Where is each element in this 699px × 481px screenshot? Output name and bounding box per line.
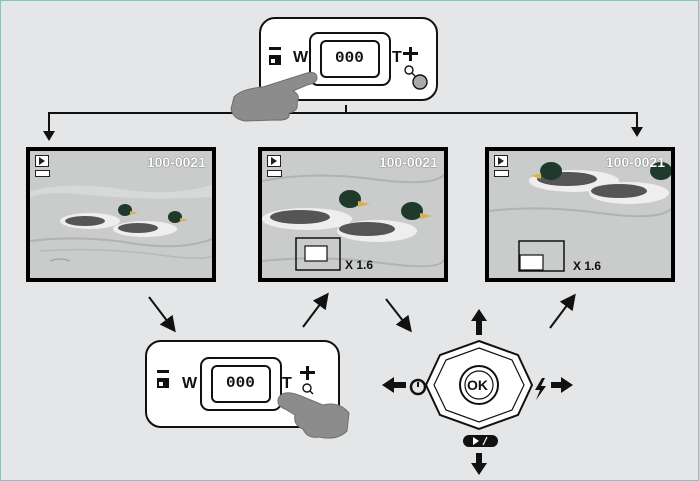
zoom-factor: X 1.6 <box>345 258 374 272</box>
wide-label: W <box>182 375 198 392</box>
zoom-rocker[interactable]: 000 <box>200 357 282 411</box>
diag-arrow-1 <box>148 296 176 333</box>
zoom-minus-icon <box>157 366 315 395</box>
battery-icon <box>35 170 50 177</box>
duck-scene <box>262 151 444 278</box>
tele-label: T <box>282 375 292 392</box>
pointing-hand-icon <box>277 392 350 439</box>
pointing-hand-icon <box>230 72 318 122</box>
photo-zoomed-center: 100-0021 X 1.6 <box>258 147 448 282</box>
arrow-left-icon <box>382 377 406 393</box>
duck-scene <box>30 151 212 278</box>
zoom-rocker-inner: 000 <box>211 365 271 403</box>
arrow-down-icon <box>471 453 487 475</box>
photo-normal: 100-0021 <box>26 147 216 282</box>
arrow-down-right <box>631 127 643 137</box>
tele-label: T <box>392 49 402 66</box>
play-icon <box>35 155 49 167</box>
play-icon <box>494 155 508 167</box>
duck-scene <box>489 151 671 278</box>
diag-arrow-2 <box>302 292 329 328</box>
battery-icon <box>267 170 282 177</box>
zoom-rocker-inner: 000 <box>320 40 380 78</box>
file-number: 100-0021 <box>146 154 206 170</box>
arrow-right-icon <box>551 377 573 393</box>
diag-arrow-4 <box>549 293 576 329</box>
diag-arrow-3 <box>385 298 412 333</box>
ok-label: OK <box>467 377 488 393</box>
playback-icon <box>463 435 498 447</box>
battery-icon <box>494 170 509 177</box>
self-timer-icon <box>409 378 427 396</box>
branch-line <box>48 105 347 134</box>
arrow-down-left <box>43 131 55 141</box>
zoom-rocker[interactable]: 000 <box>309 32 391 86</box>
zoom-factor: X 1.6 <box>573 259 602 273</box>
file-number: 100-0021 <box>605 154 665 170</box>
wide-label: W <box>293 49 309 66</box>
rocker-text: 000 <box>226 374 255 392</box>
branch-line-right <box>346 112 638 129</box>
file-number: 100-0021 <box>378 154 438 170</box>
flash-icon <box>535 378 546 400</box>
arrow-up-icon <box>471 309 487 335</box>
rocker-text: 000 <box>335 49 364 67</box>
photo-zoomed-corner: 100-0021 X 1.6 <box>485 147 675 282</box>
zoom-minus-icon <box>269 47 428 90</box>
play-icon <box>267 155 281 167</box>
